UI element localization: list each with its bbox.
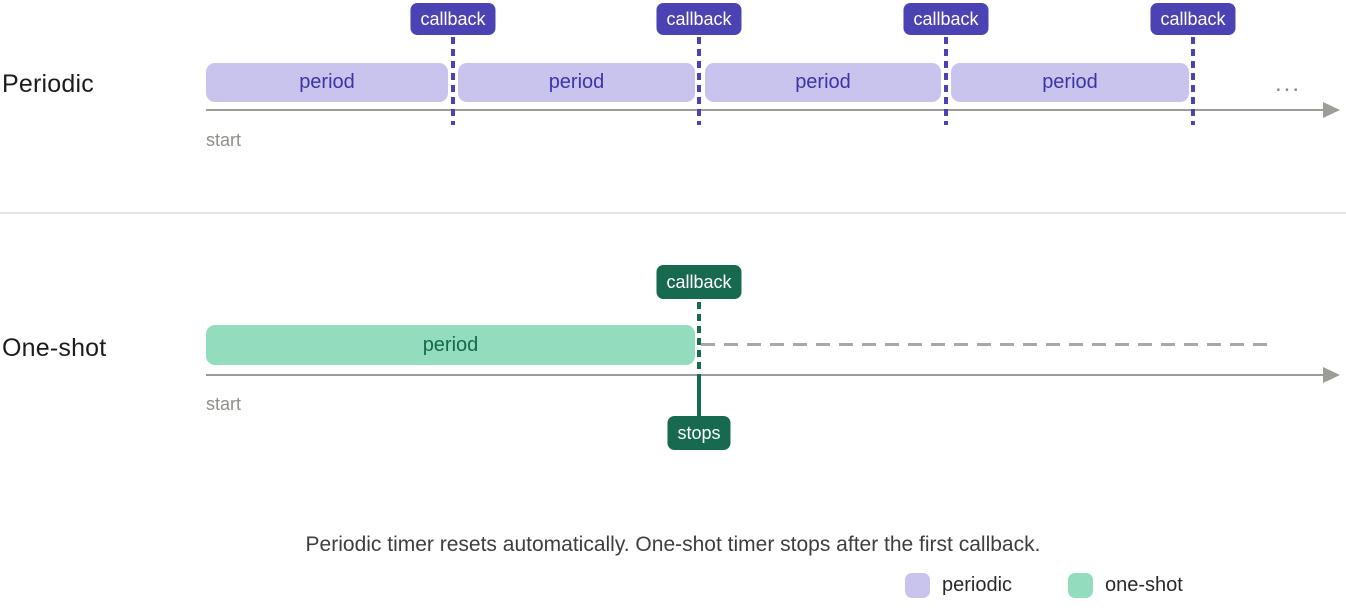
one-shot-stops-line <box>697 374 701 417</box>
one-shot-timeline <box>206 374 1328 376</box>
periodic-timeline-arrow-icon <box>1323 102 1340 118</box>
one-shot-timeline-arrow-icon <box>1323 367 1340 383</box>
periodic-callback-badge: callback <box>410 3 496 35</box>
section-divider <box>0 212 1346 214</box>
diagram-caption: Periodic timer resets automatically. One… <box>305 533 1041 556</box>
periodic-timeline <box>206 109 1328 111</box>
one-shot-color-swatch <box>1068 573 1093 598</box>
legend-label-one-shot: one-shot <box>1105 574 1183 596</box>
periodic-period-bar: period <box>951 63 1189 102</box>
periodic-row-label: Periodic <box>2 70 94 98</box>
periodic-period-bar: period <box>705 63 941 102</box>
periodic-continues-ellipsis: ... <box>1274 70 1301 97</box>
periodic-start-label: start <box>206 130 242 150</box>
one-shot-period-bar: period <box>206 325 695 365</box>
one-shot-start-label: start <box>206 394 242 414</box>
periodic-callback-badge: callback <box>656 3 742 35</box>
periodic-callback-badge: callback <box>903 3 989 35</box>
periodic-callback-badge: callback <box>1150 3 1236 35</box>
legend-label-periodic: periodic <box>942 574 1013 596</box>
one-shot-unused-time-dashed-line <box>701 343 1270 346</box>
legend-item-one-shot: one-shot <box>1068 573 1183 598</box>
legend-item-periodic: periodic <box>905 573 1012 598</box>
periodic-period-bar: period <box>458 63 695 102</box>
periodic-color-swatch <box>905 573 930 598</box>
one-shot-row-label: One-shot <box>2 334 107 362</box>
one-shot-stops-badge: stops <box>667 416 731 450</box>
periodic-callback-dashed-line <box>697 37 701 125</box>
periodic-callback-dashed-line <box>451 37 455 125</box>
periodic-period-bar: period <box>206 63 448 102</box>
periodic-callback-dashed-line <box>1191 37 1195 125</box>
periodic-callback-dashed-line <box>944 37 948 125</box>
one-shot-callback-dashed-line <box>697 302 701 374</box>
one-shot-callback-badge: callback <box>656 265 742 299</box>
